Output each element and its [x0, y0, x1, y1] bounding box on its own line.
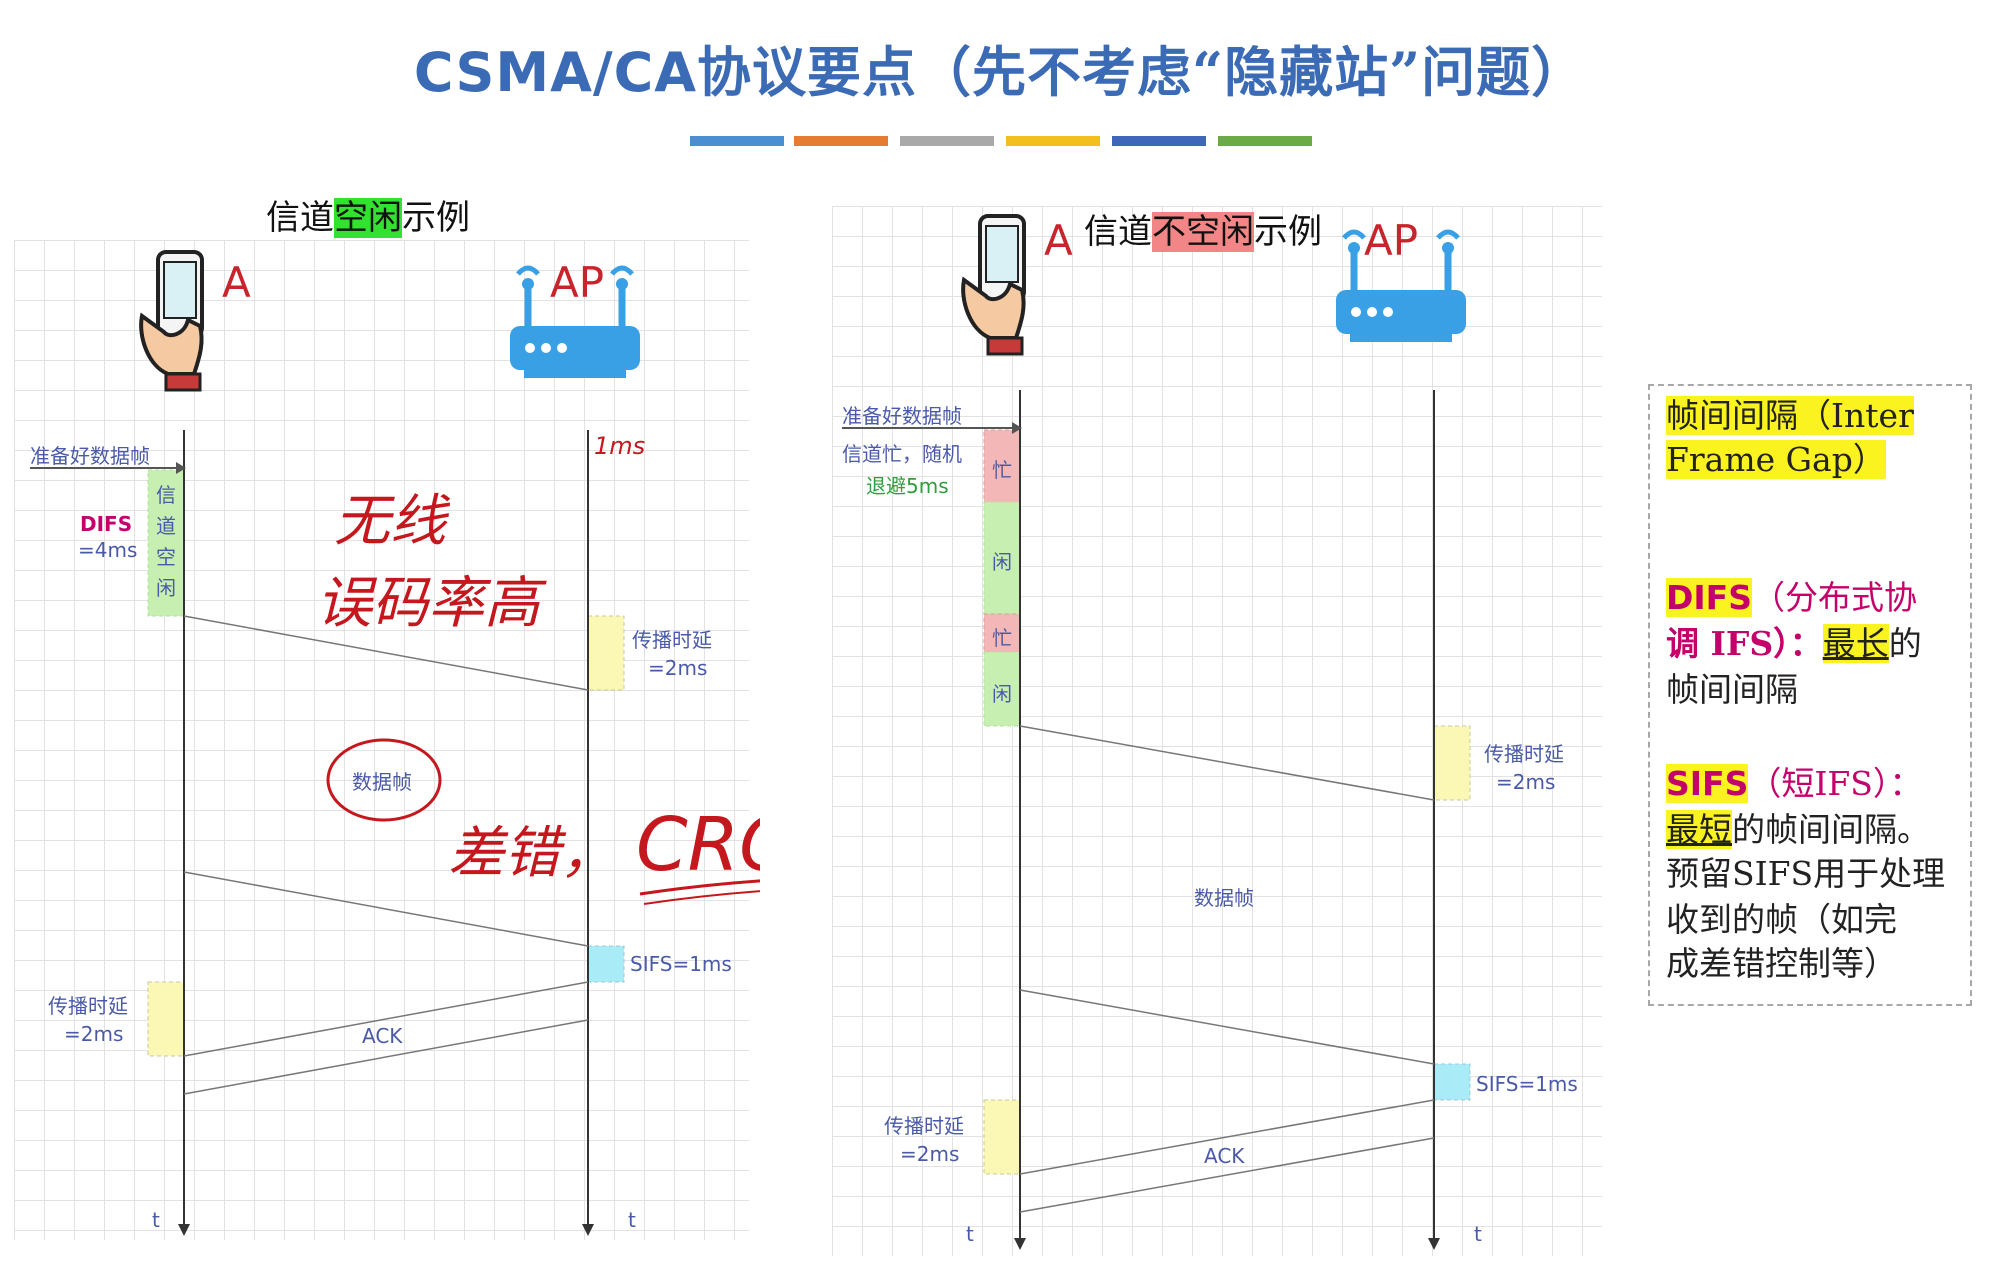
right-busy-label-1: 忙 [992, 458, 1012, 482]
right-difs-line [1019, 725, 1435, 801]
right-data-frame-label: 数据帧 [1194, 886, 1254, 910]
right-ready-label: 准备好数据帧 [842, 404, 962, 428]
left-a-axis-arrow [178, 1224, 190, 1236]
left-difs-value: =4ms [78, 538, 138, 562]
right-prop-block-1 [1433, 725, 1471, 801]
left-t-ap: t [628, 1208, 636, 1232]
left-prop-block-1 [587, 615, 625, 691]
right-prop-block-2 [983, 1099, 1021, 1175]
right-t-ap: t [1474, 1222, 1482, 1246]
color-bar-1 [690, 136, 784, 146]
right-idle-block-1 [983, 501, 1021, 615]
hand-crc-underline [639, 879, 760, 896]
phone-hand-icon-right [961, 214, 1026, 356]
hand-crc-underline-2 [643, 890, 760, 905]
right-diagram-grid [832, 206, 1602, 1256]
left-ap-axis-arrow [582, 1224, 594, 1236]
left-timeline-diagram: 1ms 无线 误码率高 差错， CRC [30, 430, 760, 1236]
right-ack-label: ACK [1204, 1144, 1245, 1168]
hand-crc: CRC [636, 802, 760, 888]
right-ack-line-2 [1019, 1137, 1435, 1213]
left-prop-block-2 [147, 981, 185, 1057]
color-bar-3 [900, 136, 994, 146]
note-sifs-line-2: 最短的帧间间隔。 [1666, 810, 1930, 849]
title-prefix: CSMA/CA [413, 41, 698, 104]
color-bar-5 [1112, 136, 1206, 146]
left-ack-label: ACK [362, 1024, 403, 1048]
right-node-a: A [1044, 216, 1073, 265]
right-idle-label-2: 闲 [992, 682, 1012, 706]
note-difs-line-2: 调 IFS）：最长的 [1666, 624, 1922, 663]
right-data-frame-top [1019, 989, 1435, 1065]
note-ifs-title-2: Frame Gap） [1666, 440, 1886, 479]
color-bar-2 [794, 136, 888, 146]
left-ack-line-2 [183, 1019, 589, 1095]
right-prop2-label: 传播时延 [884, 1114, 964, 1138]
right-ap-axis-arrow [1428, 1238, 1440, 1250]
router-icon-right [1336, 229, 1466, 342]
right-prop1-label: 传播时延 [1484, 742, 1564, 766]
note-sifs-line-3: 预留SIFS用于处理 [1666, 854, 1946, 893]
left-data-frame-label: 数据帧 [352, 770, 412, 794]
note-sifs-line-4: 收到的帧（如完 [1666, 900, 1897, 939]
note-difs-line-1: DIFS（分布式协 [1666, 578, 1917, 617]
left-difs-line [183, 615, 589, 691]
router-icon [510, 265, 640, 378]
right-t-a: t [966, 1222, 974, 1246]
right-busy-block-2 [983, 613, 1021, 653]
right-node-ap: AP [1364, 216, 1419, 265]
right-prop1-value: =2ms [1496, 770, 1556, 794]
left-node-ap: AP [550, 258, 605, 307]
left-t-a: t [152, 1208, 160, 1232]
color-bar-4 [1006, 136, 1100, 146]
color-bar-6 [1218, 136, 1312, 146]
right-idle-label-1: 闲 [992, 550, 1012, 574]
left-prop2-label: 传播时延 [48, 994, 128, 1018]
hand-line1: 无线 [334, 489, 451, 554]
page-title: CSMA/CA协议要点（先不考虑“隐藏站”问题） [0, 28, 2000, 107]
note-difs-line-3: 帧间间隔 [1666, 670, 1798, 709]
ifs-note-box [1648, 384, 1972, 1006]
hand-ms: 1ms [594, 432, 645, 460]
left-data-frame-top [183, 871, 589, 947]
hand-line3: 差错， [448, 821, 616, 886]
right-sifs-label: SIFS=1ms [1476, 1072, 1578, 1096]
right-ack-line-1 [1019, 1099, 1435, 1175]
left-difs-label: DIFS [80, 512, 133, 536]
left-node-a: A [222, 258, 251, 307]
note-sifs-line-5: 成差错控制等） [1666, 944, 1897, 983]
left-sifs-label: SIFS=1ms [630, 952, 732, 976]
note-sifs-line-1: SIFS（短IFS）： [1666, 764, 1923, 803]
hand-line2: 误码率高 [316, 571, 547, 636]
left-ready-arrowhead [176, 462, 186, 474]
right-idle-block-2 [983, 651, 1021, 727]
hand-circle [326, 738, 442, 822]
right-caption: 信道不空闲示例 [1084, 212, 1322, 252]
left-prop2-value: =2ms [64, 1022, 124, 1046]
left-idle-vertical: 信道空闲 [156, 483, 176, 600]
right-busy-line2: 退避5ms [866, 474, 949, 498]
left-idle-block [147, 469, 185, 617]
right-sifs-block [1433, 1063, 1471, 1101]
title-main: 协议要点（先不考虑“隐藏站”问题） [697, 40, 1587, 104]
right-busy-line1: 信道忙，随机 [842, 442, 962, 466]
right-a-axis-arrow [1014, 1238, 1026, 1250]
left-caption: 信道空闲示例 [266, 198, 470, 238]
left-prop1-value: =2ms [648, 656, 708, 680]
left-ready-label: 准备好数据帧 [30, 444, 150, 468]
right-prop2-value: =2ms [900, 1142, 960, 1166]
left-ack-line-1 [183, 981, 589, 1057]
note-ifs-title-1: 帧间间隔（Inter [1666, 396, 1914, 435]
left-prop1-label: 传播时延 [632, 628, 712, 652]
right-ready-arrowhead [1012, 422, 1022, 434]
right-busy-label-2: 忙 [992, 626, 1012, 650]
phone-hand-icon [139, 250, 204, 392]
